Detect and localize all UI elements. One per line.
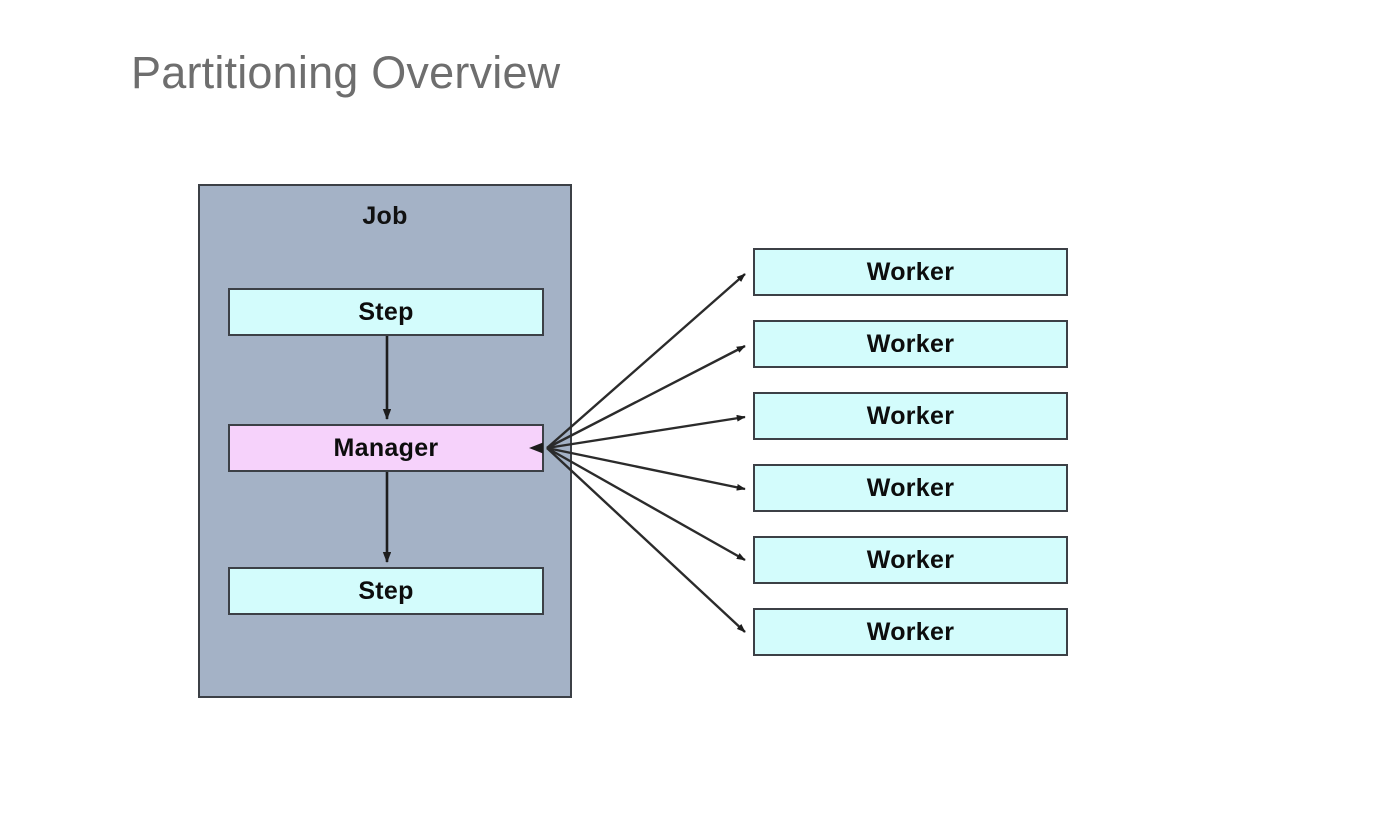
arrow-manager-to-worker-2 — [546, 344, 746, 450]
page-title: Partitioning Overview — [131, 47, 561, 98]
manager-box[interactable]: Manager — [228, 424, 544, 472]
worker-box-4[interactable]: Worker — [753, 464, 1068, 512]
worker-box-6[interactable]: Worker — [753, 608, 1068, 656]
arrow-manager-to-worker-3 — [546, 414, 746, 450]
arrow-manager-to-worker-5 — [546, 446, 746, 562]
step-box-bottom[interactable]: Step — [228, 567, 544, 615]
arrow-manager-to-worker-1 — [546, 273, 746, 449]
job-label: Job — [362, 202, 408, 230]
worker-box-3[interactable]: Worker — [753, 392, 1068, 440]
step-box-top[interactable]: Step — [228, 288, 544, 336]
worker-box-2[interactable]: Worker — [753, 320, 1068, 368]
worker-box-1[interactable]: Worker — [753, 248, 1068, 296]
arrow-manager-to-worker-4 — [546, 446, 746, 491]
worker-box-5[interactable]: Worker — [753, 536, 1068, 584]
arrow-manager-to-worker-6 — [546, 447, 746, 633]
